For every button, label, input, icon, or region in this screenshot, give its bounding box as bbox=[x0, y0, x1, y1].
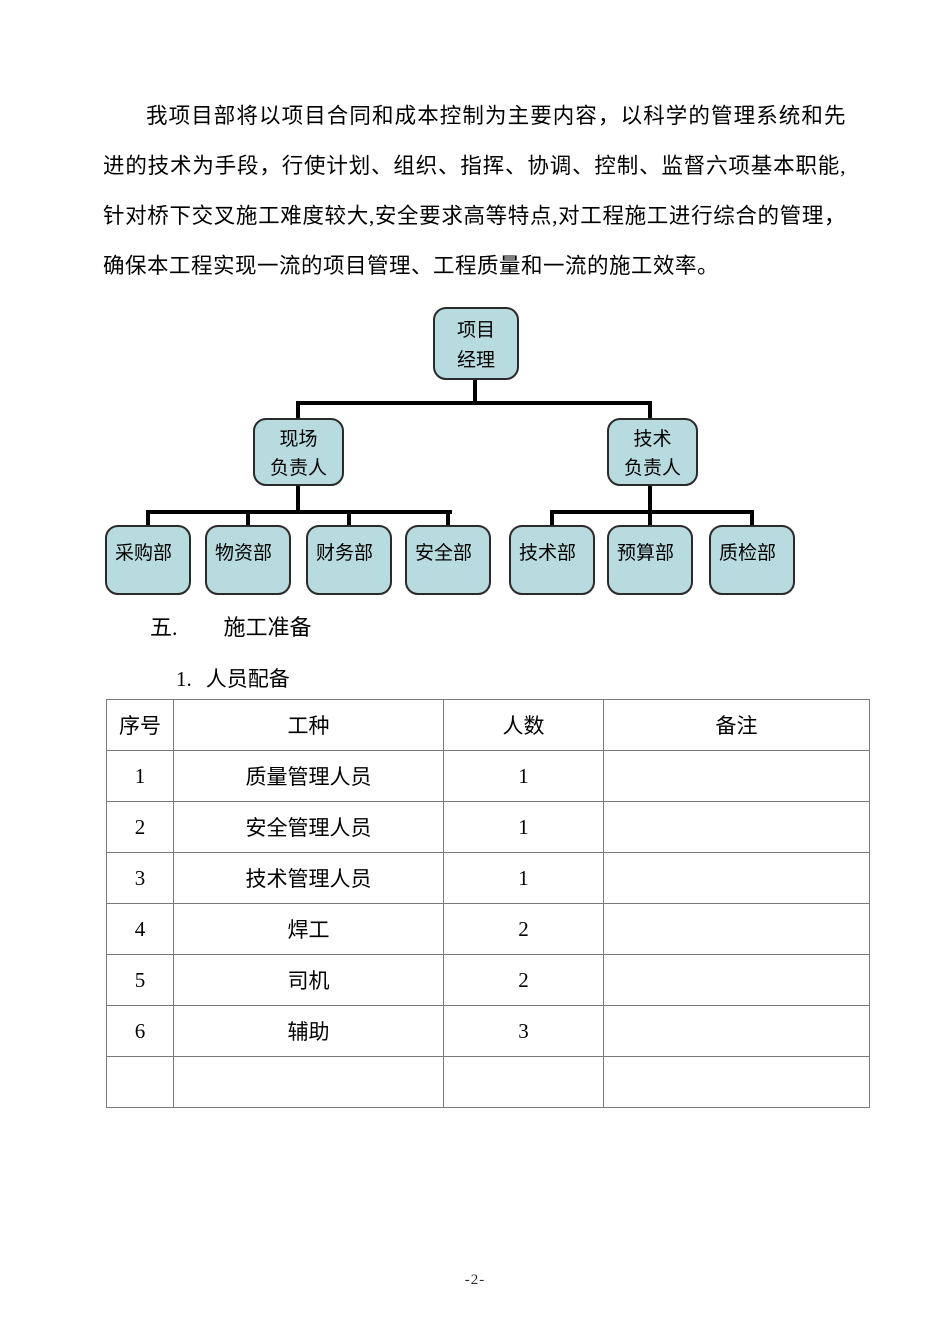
org-box-project-manager: 项目 经理 bbox=[433, 307, 519, 380]
cell-index: 1 bbox=[106, 750, 174, 802]
cell-count: 1 bbox=[443, 852, 604, 904]
cell-note bbox=[603, 750, 870, 802]
cell-note bbox=[603, 1005, 870, 1057]
table-row: 5 司机 2 bbox=[106, 954, 870, 1006]
org-box-label: 经理 bbox=[456, 350, 495, 372]
org-box-finance-dept: 财务部 bbox=[306, 525, 392, 595]
cell-job: 质量管理人员 bbox=[173, 750, 444, 802]
org-box-safety-dept: 安全部 bbox=[405, 525, 491, 595]
cell-count: 3 bbox=[443, 1005, 604, 1057]
subsection-number: 1. bbox=[176, 667, 192, 691]
connector-line bbox=[550, 510, 754, 514]
personnel-table: 序号 工种 人数 备注 1 质量管理人员 1 2 安全管理人员 1 3 技术管理… bbox=[106, 699, 870, 1108]
table-row: 2 安全管理人员 1 bbox=[106, 801, 870, 853]
org-box-quality-inspection-dept: 质检部 bbox=[709, 525, 795, 595]
cell-job: 辅助 bbox=[173, 1005, 444, 1057]
connector-line bbox=[446, 510, 450, 527]
subsection-heading: 1. 人员配备 bbox=[176, 663, 290, 693]
col-header-index: 序号 bbox=[106, 699, 174, 751]
table-row-empty bbox=[106, 1056, 870, 1108]
connector-line bbox=[296, 483, 300, 512]
table-row: 6 辅助 3 bbox=[106, 1005, 870, 1057]
table-row: 4 焊工 2 bbox=[106, 903, 870, 955]
cell-job: 司机 bbox=[173, 954, 444, 1006]
col-header-note: 备注 bbox=[603, 699, 870, 751]
section-title: 施工准备 bbox=[223, 615, 312, 640]
cell-index: 4 bbox=[106, 903, 174, 955]
cell-note bbox=[603, 1056, 870, 1108]
connector-line bbox=[296, 401, 652, 405]
connector-line bbox=[296, 401, 300, 420]
connector-line bbox=[246, 510, 250, 527]
connector-line bbox=[648, 483, 652, 512]
cell-index: 5 bbox=[106, 954, 174, 1006]
cell-count bbox=[443, 1056, 604, 1108]
cell-count: 1 bbox=[443, 750, 604, 802]
org-box-label: 负责人 bbox=[269, 458, 327, 479]
table-row: 1 质量管理人员 1 bbox=[106, 750, 870, 802]
cell-index: 3 bbox=[106, 852, 174, 904]
col-header-job: 工种 bbox=[173, 699, 444, 751]
subsection-title: 人员配备 bbox=[205, 667, 290, 691]
cell-count: 2 bbox=[443, 954, 604, 1006]
page-number: -2- bbox=[464, 1272, 486, 1288]
org-box-site-supervisor: 现场 负责人 bbox=[253, 418, 344, 486]
org-box-technical-supervisor: 技术 负责人 bbox=[607, 418, 698, 486]
connector-line bbox=[146, 510, 452, 514]
section-number: 五. bbox=[150, 615, 178, 640]
table-header-row: 序号 工种 人数 备注 bbox=[106, 699, 870, 751]
cell-note bbox=[603, 903, 870, 955]
org-box-label: 技术 bbox=[633, 429, 672, 450]
cell-job: 安全管理人员 bbox=[173, 801, 444, 853]
connector-line bbox=[550, 510, 554, 527]
cell-job: 焊工 bbox=[173, 903, 444, 955]
cell-note bbox=[603, 801, 870, 853]
cell-index: 2 bbox=[106, 801, 174, 853]
col-header-count: 人数 bbox=[443, 699, 604, 751]
cell-index: 6 bbox=[106, 1005, 174, 1057]
org-box-materials-dept: 物资部 bbox=[205, 525, 291, 595]
org-box-label: 项目 bbox=[456, 319, 495, 341]
org-box-label: 现场 bbox=[279, 429, 318, 450]
section-heading: 五. 施工准备 bbox=[150, 610, 312, 642]
cell-job: 技术管理人员 bbox=[173, 852, 444, 904]
connector-line bbox=[473, 379, 477, 403]
org-box-label: 负责人 bbox=[623, 458, 681, 479]
connector-line bbox=[750, 510, 754, 527]
cell-index bbox=[106, 1056, 174, 1108]
cell-note bbox=[603, 954, 870, 1006]
connector-line bbox=[648, 510, 652, 527]
body-paragraph: 我项目部将以项目合同和成本控制为主要内容，以科学的管理系统和先进的技术为手段，行… bbox=[103, 104, 846, 278]
table-row: 3 技术管理人员 1 bbox=[106, 852, 870, 904]
org-box-budget-dept: 预算部 bbox=[607, 525, 693, 595]
connector-line bbox=[347, 510, 351, 527]
org-box-technical-dept: 技术部 bbox=[509, 525, 595, 595]
cell-count: 2 bbox=[443, 903, 604, 955]
connector-line bbox=[648, 401, 652, 420]
org-box-purchasing-dept: 采购部 bbox=[105, 525, 191, 595]
cell-job bbox=[173, 1056, 444, 1108]
connector-line bbox=[146, 510, 150, 527]
cell-count: 1 bbox=[443, 801, 604, 853]
cell-note bbox=[603, 852, 870, 904]
